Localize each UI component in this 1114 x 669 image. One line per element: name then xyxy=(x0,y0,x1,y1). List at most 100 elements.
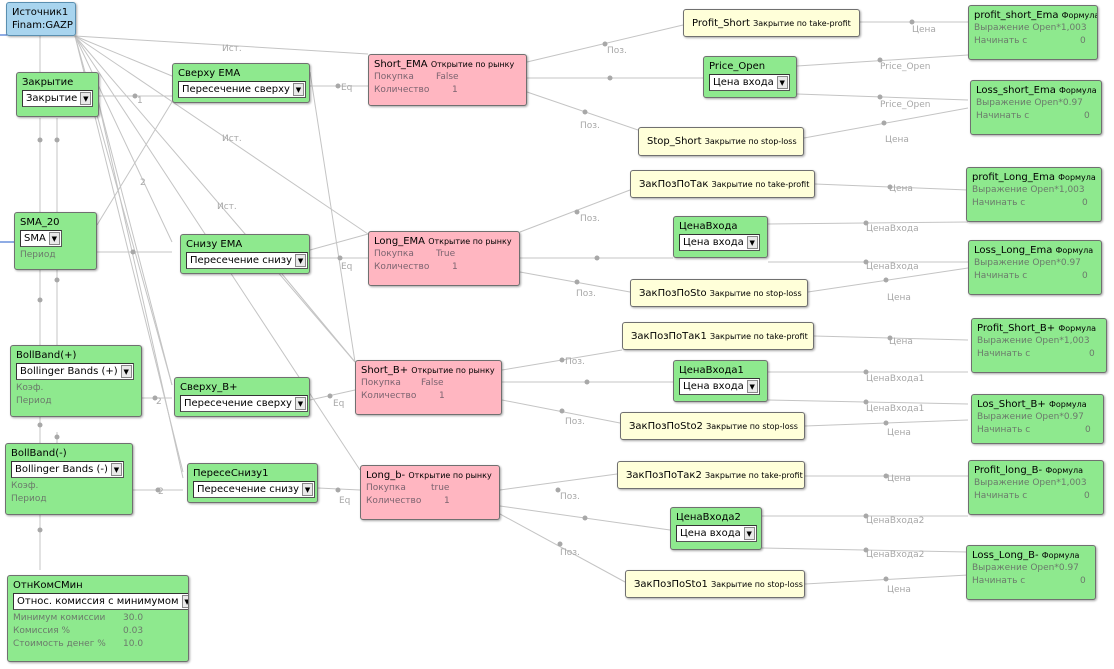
node-title: ЗакПозПоSto1 xyxy=(634,578,708,590)
formula-profit-long-ema-node[interactable]: profit_Long_Ema Формула Выражение Open*1… xyxy=(966,167,1102,222)
cross-select[interactable]: Пересечение сверху▼ xyxy=(180,395,308,412)
source-node[interactable]: Источник1 Finam:GAZP xyxy=(6,2,76,36)
formula-profit-short-bplus-node[interactable]: Profit_Short_B+ Формула Выражение Open*1… xyxy=(971,318,1107,373)
take-profit-short-node[interactable]: Profit_Short Закрытие по take-profit xyxy=(683,9,860,37)
param-row: Выражение Open*0.97 xyxy=(972,563,1079,573)
close-node[interactable]: Закрытие Закрытие▼ xyxy=(16,72,99,117)
node-title: Loss_Long_B- xyxy=(972,550,1039,561)
param-row: Выражение Open*1,003 xyxy=(974,478,1087,488)
commission-select[interactable]: Относ. комиссия с минимумом▼ xyxy=(13,593,188,610)
wire-label-poz: Поз. xyxy=(560,492,580,502)
wire-label-poz: Поз. xyxy=(607,46,627,56)
take-profit-long-node[interactable]: ЗакПозПоТак Закрытие по take-profit xyxy=(630,170,815,198)
node-title: ЗакПозПоSto xyxy=(639,287,707,299)
chevron-down-icon: ▼ xyxy=(80,92,92,105)
node-subtitle: Формула xyxy=(1045,466,1083,475)
sma-node[interactable]: SMA_20 SMA▼ Период xyxy=(14,212,97,270)
chevron-down-icon: ▼ xyxy=(746,380,758,393)
param-label: Коэф. xyxy=(11,481,39,491)
node-title: Loss_short_Ema xyxy=(976,85,1056,96)
param-row: Стоимость денег %10.0 xyxy=(13,639,144,649)
stop-loss-short-node[interactable]: Stop_Short Закрытие по stop-loss xyxy=(638,127,804,156)
wire-label-eq: Eq xyxy=(339,496,351,506)
take-profit-2-node[interactable]: ЗакПозПоТак2 Закрытие по take-profit xyxy=(617,461,805,489)
node-title: profit_Long_Ema xyxy=(972,172,1055,183)
price-select[interactable]: Цена входа▼ xyxy=(709,74,790,91)
formula-profit-long-bminus-node[interactable]: Profit_long_B- Формула Выражение Open*1,… xyxy=(968,460,1104,515)
param-row: Выражение Open*0.97 xyxy=(974,258,1081,268)
wire-label-price: Цена xyxy=(889,184,913,194)
formula-loss-long-bminus-node[interactable]: Loss_Long_B- Формула Выражение Open*0.97… xyxy=(966,545,1096,600)
chevron-down-icon: ▼ xyxy=(746,236,758,249)
entry-price-2-node[interactable]: ЦенаВхода2 Цена входа▼ xyxy=(670,507,762,550)
formula-loss-short-ema-node[interactable]: Loss_short_Ema Формула Выражение Open*0.… xyxy=(970,80,1102,135)
wire-label-poz: Поз. xyxy=(560,548,580,558)
entry-price-node[interactable]: ЦенаВхода Цена входа▼ xyxy=(673,216,768,258)
stop-loss-long-node[interactable]: ЗакПозПоSto Закрытие по stop-loss xyxy=(630,279,808,307)
wire-label-poz: Поз. xyxy=(565,417,585,427)
price-select[interactable]: Цена входа▼ xyxy=(676,525,757,542)
bollband-plus-node[interactable]: BollBand(+) Bollinger Bands (+)▼ Коэф. П… xyxy=(10,345,142,417)
entry-price-1-node[interactable]: ЦенаВхода1 Цена входа▼ xyxy=(673,360,768,402)
bollband-minus-node[interactable]: BollBand(-) Bollinger Bands (-)▼ Коэф. П… xyxy=(5,443,133,515)
node-subtitle: Закрытие по take-profit xyxy=(705,470,803,480)
node-subtitle: Открытие по рынку xyxy=(430,60,515,69)
node-title: Сверху_B+ xyxy=(180,382,238,393)
price-select[interactable]: Цена входа▼ xyxy=(679,234,760,251)
price-select[interactable]: Цена входа▼ xyxy=(679,378,760,395)
chevron-down-icon: ▼ xyxy=(110,463,122,476)
formula-profit-short-ema-node[interactable]: profit_short_Ema Формула Выражение Open*… xyxy=(968,5,1098,60)
node-subtitle: Открытие по рынку xyxy=(411,366,495,375)
param-label: Коэф. xyxy=(16,383,44,393)
sma-select[interactable]: SMA▼ xyxy=(20,230,62,247)
param-row: Выражение Open*0.97 xyxy=(976,98,1083,108)
formula-loss-long-ema-node[interactable]: Loss_Long_Ema Формула Выражение Open*0.9… xyxy=(968,240,1102,295)
param-row: Выражение Open*0.97 xyxy=(977,412,1084,422)
cross-select[interactable]: Пересечение снизу▼ xyxy=(193,481,316,498)
param-row: Выражение Open*1,003 xyxy=(977,336,1090,346)
wire-label-poz: Поз. xyxy=(580,121,600,131)
cross-under-1-node[interactable]: ПересеСнизу1 Пересечение снизу▼ xyxy=(187,463,318,503)
bollband-minus-select[interactable]: Bollinger Bands (-)▼ xyxy=(11,461,124,478)
wire-label-price-open: Price_Open xyxy=(880,100,931,110)
cross-under-ema-node[interactable]: Снизу EMA Пересечение снизу▼ xyxy=(180,234,310,274)
stop-loss-1-node[interactable]: ЗакПозПоSto1 Закрытие по stop-loss xyxy=(625,570,805,598)
node-title: SMA_20 xyxy=(20,217,60,228)
commission-node[interactable]: ОтнКомСМин Относ. комиссия с минимумом▼ … xyxy=(7,575,189,662)
node-title: Profit_Short xyxy=(692,17,750,29)
node-title: Profit_long_B- xyxy=(974,465,1043,476)
close-select[interactable]: Закрытие▼ xyxy=(22,90,94,107)
node-subtitle: Формула xyxy=(1049,400,1087,409)
cross-select[interactable]: Пересечение снизу▼ xyxy=(186,252,309,269)
cross-select[interactable]: Пересечение сверху▼ xyxy=(178,81,306,98)
price-open-node[interactable]: Price_Open Цена входа▼ xyxy=(703,56,797,98)
node-subtitle: Формула xyxy=(1061,11,1098,20)
take-profit-1-node[interactable]: ЗакПозПоТак1 Закрытие по take-profit xyxy=(622,322,814,350)
wire-label-num: 1 xyxy=(137,96,143,106)
node-subtitle: Закрытие по take-profit xyxy=(711,179,810,189)
bollband-plus-select[interactable]: Bollinger Bands (+)▼ xyxy=(16,363,134,380)
cross-over-ema-node[interactable]: Сверху EMA Пересечение сверху▼ xyxy=(172,63,310,103)
stop-loss-2-node[interactable]: ЗакПозПоSto2 Закрытие по stop-loss xyxy=(620,412,805,440)
cross-over-bplus-node[interactable]: Сверху_B+ Пересечение сверху▼ xyxy=(174,377,310,417)
formula-loss-short-bplus-node[interactable]: Los_Short_B+ Формула Выражение Open*0.97… xyxy=(971,394,1104,444)
chevron-down-icon: ▼ xyxy=(743,527,755,540)
node-title: ОтнКомСМин xyxy=(13,580,83,591)
wire-label-num: 2 xyxy=(158,487,164,497)
wire-label-entry-price-2: ЦенаВхода2 xyxy=(866,550,925,560)
